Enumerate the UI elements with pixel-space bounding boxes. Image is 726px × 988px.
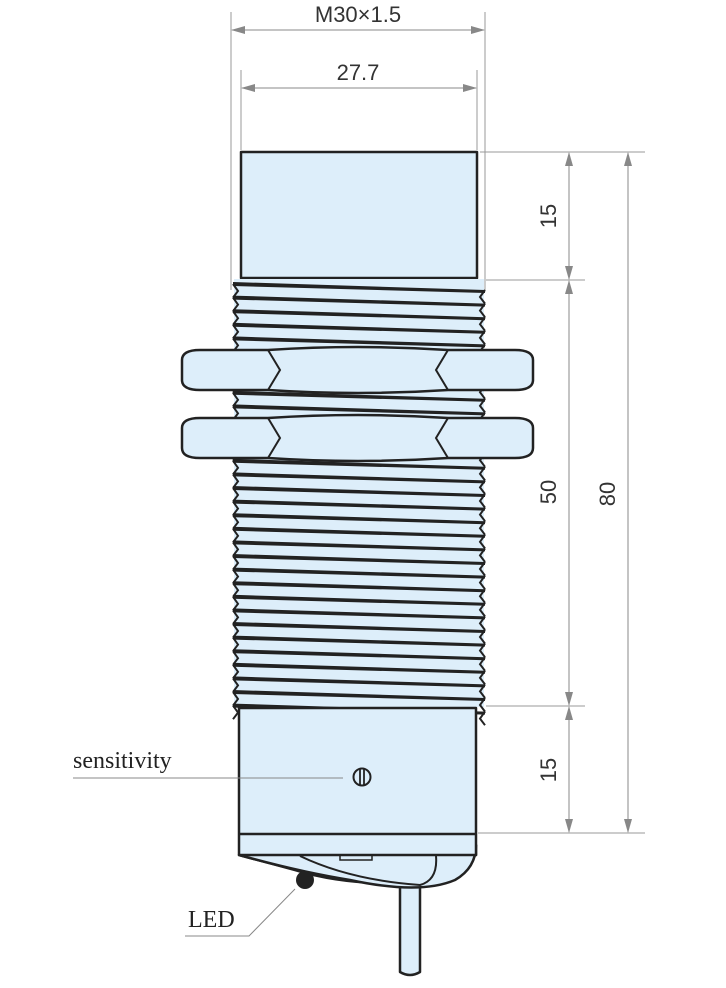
thread-edge-right — [478, 643, 486, 658]
thread-edge-left — [232, 473, 240, 489]
dimension-total-length: 80 — [595, 152, 632, 833]
thread-groove — [233, 486, 485, 497]
thread-edge-right — [478, 547, 486, 563]
thread-groove — [233, 594, 485, 606]
nut-lower — [180, 413, 535, 463]
thread-edge-right — [478, 534, 486, 550]
thread-edge-right — [478, 303, 486, 318]
thread-edge-right — [478, 289, 486, 305]
thread-edge-right — [478, 602, 486, 618]
thread-edge-left — [232, 487, 240, 503]
thread-groove — [233, 608, 485, 620]
thread-edge-left — [232, 528, 240, 544]
thread-edge-left — [232, 623, 240, 639]
thread-edge-right — [478, 629, 486, 645]
thread-groove — [233, 404, 485, 416]
led-label: LED — [188, 907, 235, 933]
thread-edge-left — [232, 596, 240, 612]
thread-edge-right — [478, 697, 486, 713]
thread-edge-right — [478, 466, 486, 482]
thread-edge-left — [232, 460, 240, 476]
thread-edge-right — [478, 711, 486, 726]
nut-upper — [180, 345, 535, 395]
thread-groove — [233, 309, 485, 321]
dim-housing-length-label: 15 — [536, 758, 561, 782]
thread-edge-left — [232, 582, 240, 598]
thread-edge-left — [232, 664, 240, 680]
thread-edge-left — [232, 297, 240, 312]
thread-groove — [233, 635, 485, 647]
thread-groove — [233, 622, 485, 633]
thread-edge-right — [478, 575, 486, 590]
sensitivity-callout: sensitivity — [73, 748, 343, 779]
thread-edge-left — [232, 677, 240, 693]
thread-groove — [233, 458, 485, 470]
thread-groove — [233, 499, 485, 511]
thread-groove — [233, 567, 485, 579]
thread-groove — [233, 282, 485, 293]
thread-edge-right — [478, 656, 486, 672]
dimension-thread: M30×1.5 — [231, 2, 485, 34]
thread-edge-right — [478, 316, 486, 332]
thread-edge-left — [232, 310, 240, 326]
thread-edge-left — [232, 283, 240, 299]
dim-cap-length-label: 15 — [536, 204, 561, 228]
thread-edge-left — [232, 691, 240, 707]
thread-groove — [233, 649, 485, 661]
thread-edge-left — [232, 569, 240, 584]
thread-groove — [233, 662, 485, 674]
thread-edge-right — [478, 398, 486, 414]
thread-edge-left — [232, 501, 240, 516]
extension-lines — [230, 12, 645, 834]
thread-edge-left — [232, 541, 240, 557]
sensitivity-screw-icon[interactable] — [352, 767, 372, 787]
cable — [398, 858, 422, 977]
thread-groove — [233, 526, 485, 538]
thread-groove — [233, 690, 485, 701]
thread-edge-right — [478, 588, 486, 604]
thread-edge-left — [232, 514, 240, 530]
thread-groove — [233, 336, 485, 348]
thread-edge-left — [232, 637, 240, 652]
thread-groove — [233, 554, 485, 565]
thread-edge-left — [232, 392, 240, 408]
thread-edge-right — [478, 520, 486, 536]
thread-edge-right — [478, 683, 486, 699]
dim-thread-label: M30×1.5 — [315, 2, 401, 27]
thread-edge-left — [232, 555, 240, 571]
thread-groove — [233, 295, 485, 307]
thread-edge-right — [478, 493, 486, 509]
thread-edge-left — [232, 609, 240, 625]
sensing-cap — [239, 150, 479, 280]
thread-edge-right — [478, 479, 486, 495]
dimension-thread-length: 50 — [536, 280, 573, 706]
thread-edge-right — [478, 561, 486, 577]
thread-edge-right — [478, 330, 486, 346]
thread-groove — [233, 676, 485, 688]
thread-groove — [233, 322, 485, 334]
housing — [237, 706, 478, 889]
dimension-housing-length: 15 — [536, 706, 573, 833]
dim-total-length-label: 80 — [595, 482, 620, 506]
dim-thread-length-label: 50 — [536, 480, 561, 504]
thread-groove — [233, 390, 485, 402]
thread-groove — [233, 472, 485, 484]
thread-edge-right — [478, 507, 486, 522]
thread-groove — [233, 581, 485, 593]
thread-groove — [233, 513, 485, 525]
thread-groove — [233, 540, 485, 552]
led-callout: LED — [185, 888, 296, 937]
thread-edge-left — [232, 650, 240, 666]
dimension-cap-length: 15 — [536, 152, 573, 280]
led-indicator-icon — [296, 871, 314, 889]
dimension-cap-diameter: 27.7 — [241, 60, 477, 92]
thread-edge-right — [478, 615, 486, 631]
dim-cap-diameter-label: 27.7 — [337, 60, 380, 85]
sensitivity-label: sensitivity — [73, 748, 172, 774]
thread-edge-right — [478, 670, 486, 686]
thread-edge-left — [232, 324, 240, 340]
